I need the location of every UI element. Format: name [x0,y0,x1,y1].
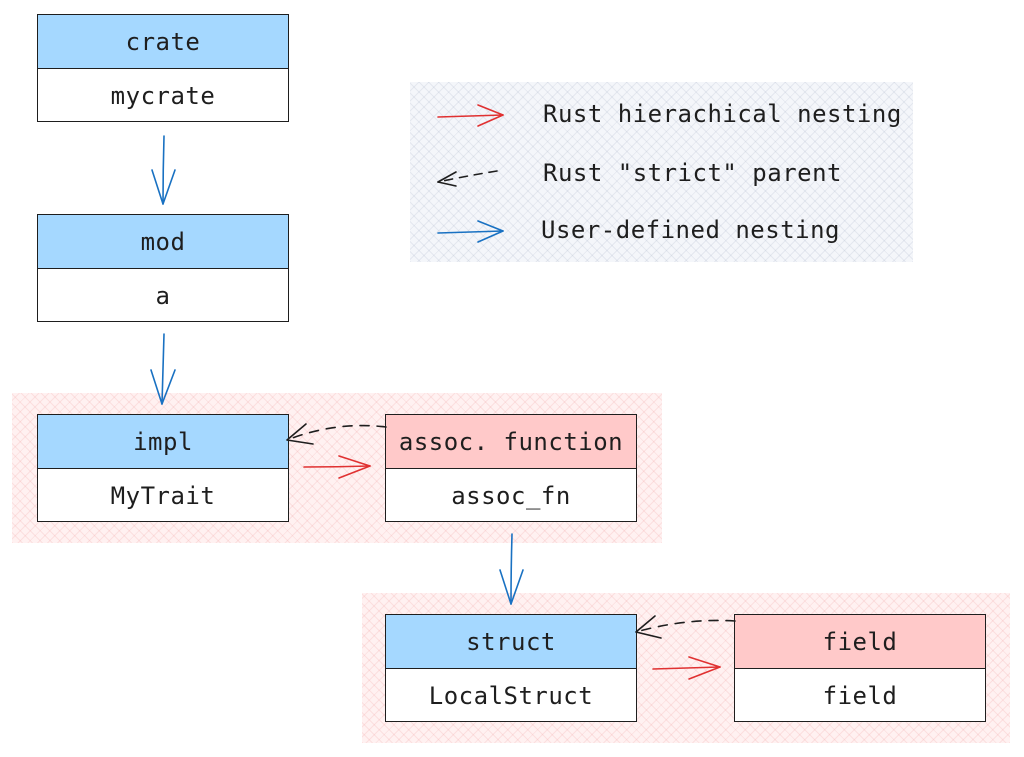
struct-node[interactable]: struct LocalStruct [385,614,637,722]
node-kind: field [735,615,985,669]
edge-assoc-fn-to-struct [499,533,524,605]
impl-node[interactable]: impl MyTrait [37,414,289,522]
edge-mod-to-impl [150,333,176,405]
node-kind: crate [38,15,288,69]
node-kind: assoc. function [386,415,636,469]
assoc-fn-node[interactable]: assoc. function assoc_fn [385,414,637,522]
edge-assoc-fn-to-impl [286,423,387,445]
node-name: assoc_fn [451,481,571,510]
node-name: mycrate [110,81,216,110]
legend-label-rust-nesting: Rust hierachical nesting [543,100,902,128]
edge-impl-to-assoc-fn [303,455,371,479]
legend-arrow-user-nesting [437,220,504,243]
legend-arrow-strict-parent [437,170,498,187]
edge-field-to-struct [635,615,736,639]
node-name: MyTrait [110,481,216,510]
field-node[interactable]: field field [734,614,986,722]
legend-label-user-nesting: User-defined nesting [541,216,840,244]
node-kind: mod [38,215,288,269]
node-kind: struct [386,615,636,669]
crate-node[interactable]: crate mycrate [37,14,289,122]
legend-label-strict-parent: Rust "strict" parent [543,159,842,187]
node-name: LocalStruct [428,681,594,710]
edge-crate-to-mod [151,135,176,205]
node-name: a [155,281,171,310]
legend-arrow-rust-nesting [437,104,504,127]
mod-node[interactable]: mod a [37,214,289,322]
node-name: field [822,681,898,710]
edge-struct-to-field [652,656,721,680]
node-kind: impl [38,415,288,469]
